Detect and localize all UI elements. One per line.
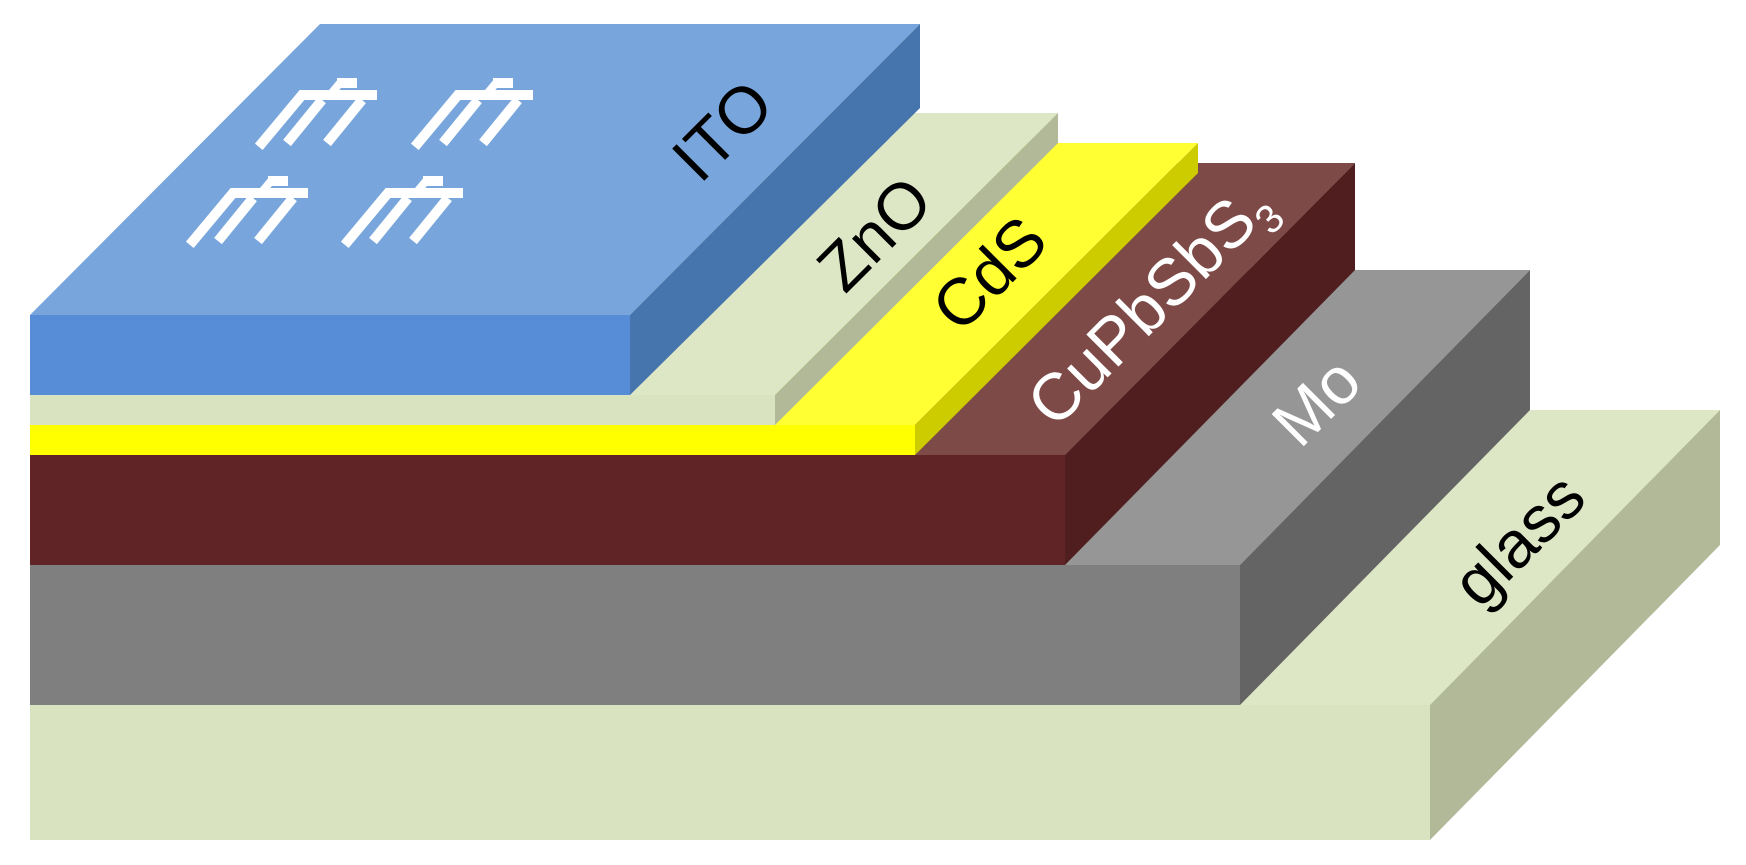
zno-front-face: [30, 395, 775, 425]
zno-side-face: [775, 113, 1058, 425]
mo-front-face: [30, 565, 1240, 705]
ito-top-face: [30, 24, 920, 315]
cupbsbs3-side-face: [1065, 163, 1355, 565]
layer-ito: ITO: [30, 24, 920, 395]
cds-side-face: [915, 143, 1198, 455]
ito-front-face: [30, 315, 630, 395]
glass-side-face: [1430, 410, 1720, 840]
glass-front-face: [30, 705, 1430, 840]
mo-side-face: [1240, 270, 1530, 705]
ito-side-face: [630, 24, 920, 395]
cds-front-face: [30, 425, 915, 455]
cupbsbs3-front-face: [30, 455, 1065, 565]
